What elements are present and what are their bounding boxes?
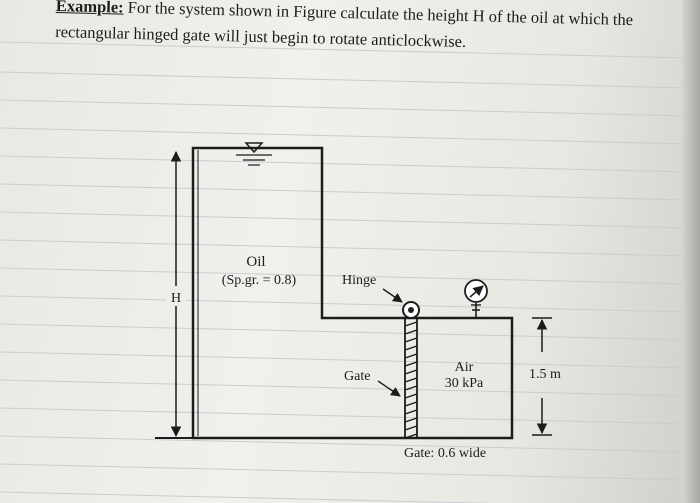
gate-pointer xyxy=(377,380,401,397)
height-label: H xyxy=(171,291,181,306)
notebook-binding xyxy=(682,0,700,503)
gate-width-caption: Gate: 0.6 wide xyxy=(404,446,486,461)
hinge-pin xyxy=(408,307,414,313)
depth-label: 1.5 m xyxy=(529,367,561,382)
oil-label: Oil xyxy=(246,254,265,270)
gate-label: Gate xyxy=(344,369,370,384)
air-pressure-value: 30 kPa xyxy=(445,376,484,391)
hinge-pointer xyxy=(382,288,403,303)
hinge-label: Hinge xyxy=(342,273,376,288)
oil-specific-gravity: (Sp.gr. = 0.8) xyxy=(222,273,297,288)
pressure-gauge-icon xyxy=(464,279,488,318)
air-label: Air xyxy=(455,360,474,375)
height-label-background xyxy=(166,286,186,306)
tank-outline xyxy=(191,146,514,440)
gate xyxy=(404,318,418,439)
free-surface-symbol xyxy=(236,142,272,166)
